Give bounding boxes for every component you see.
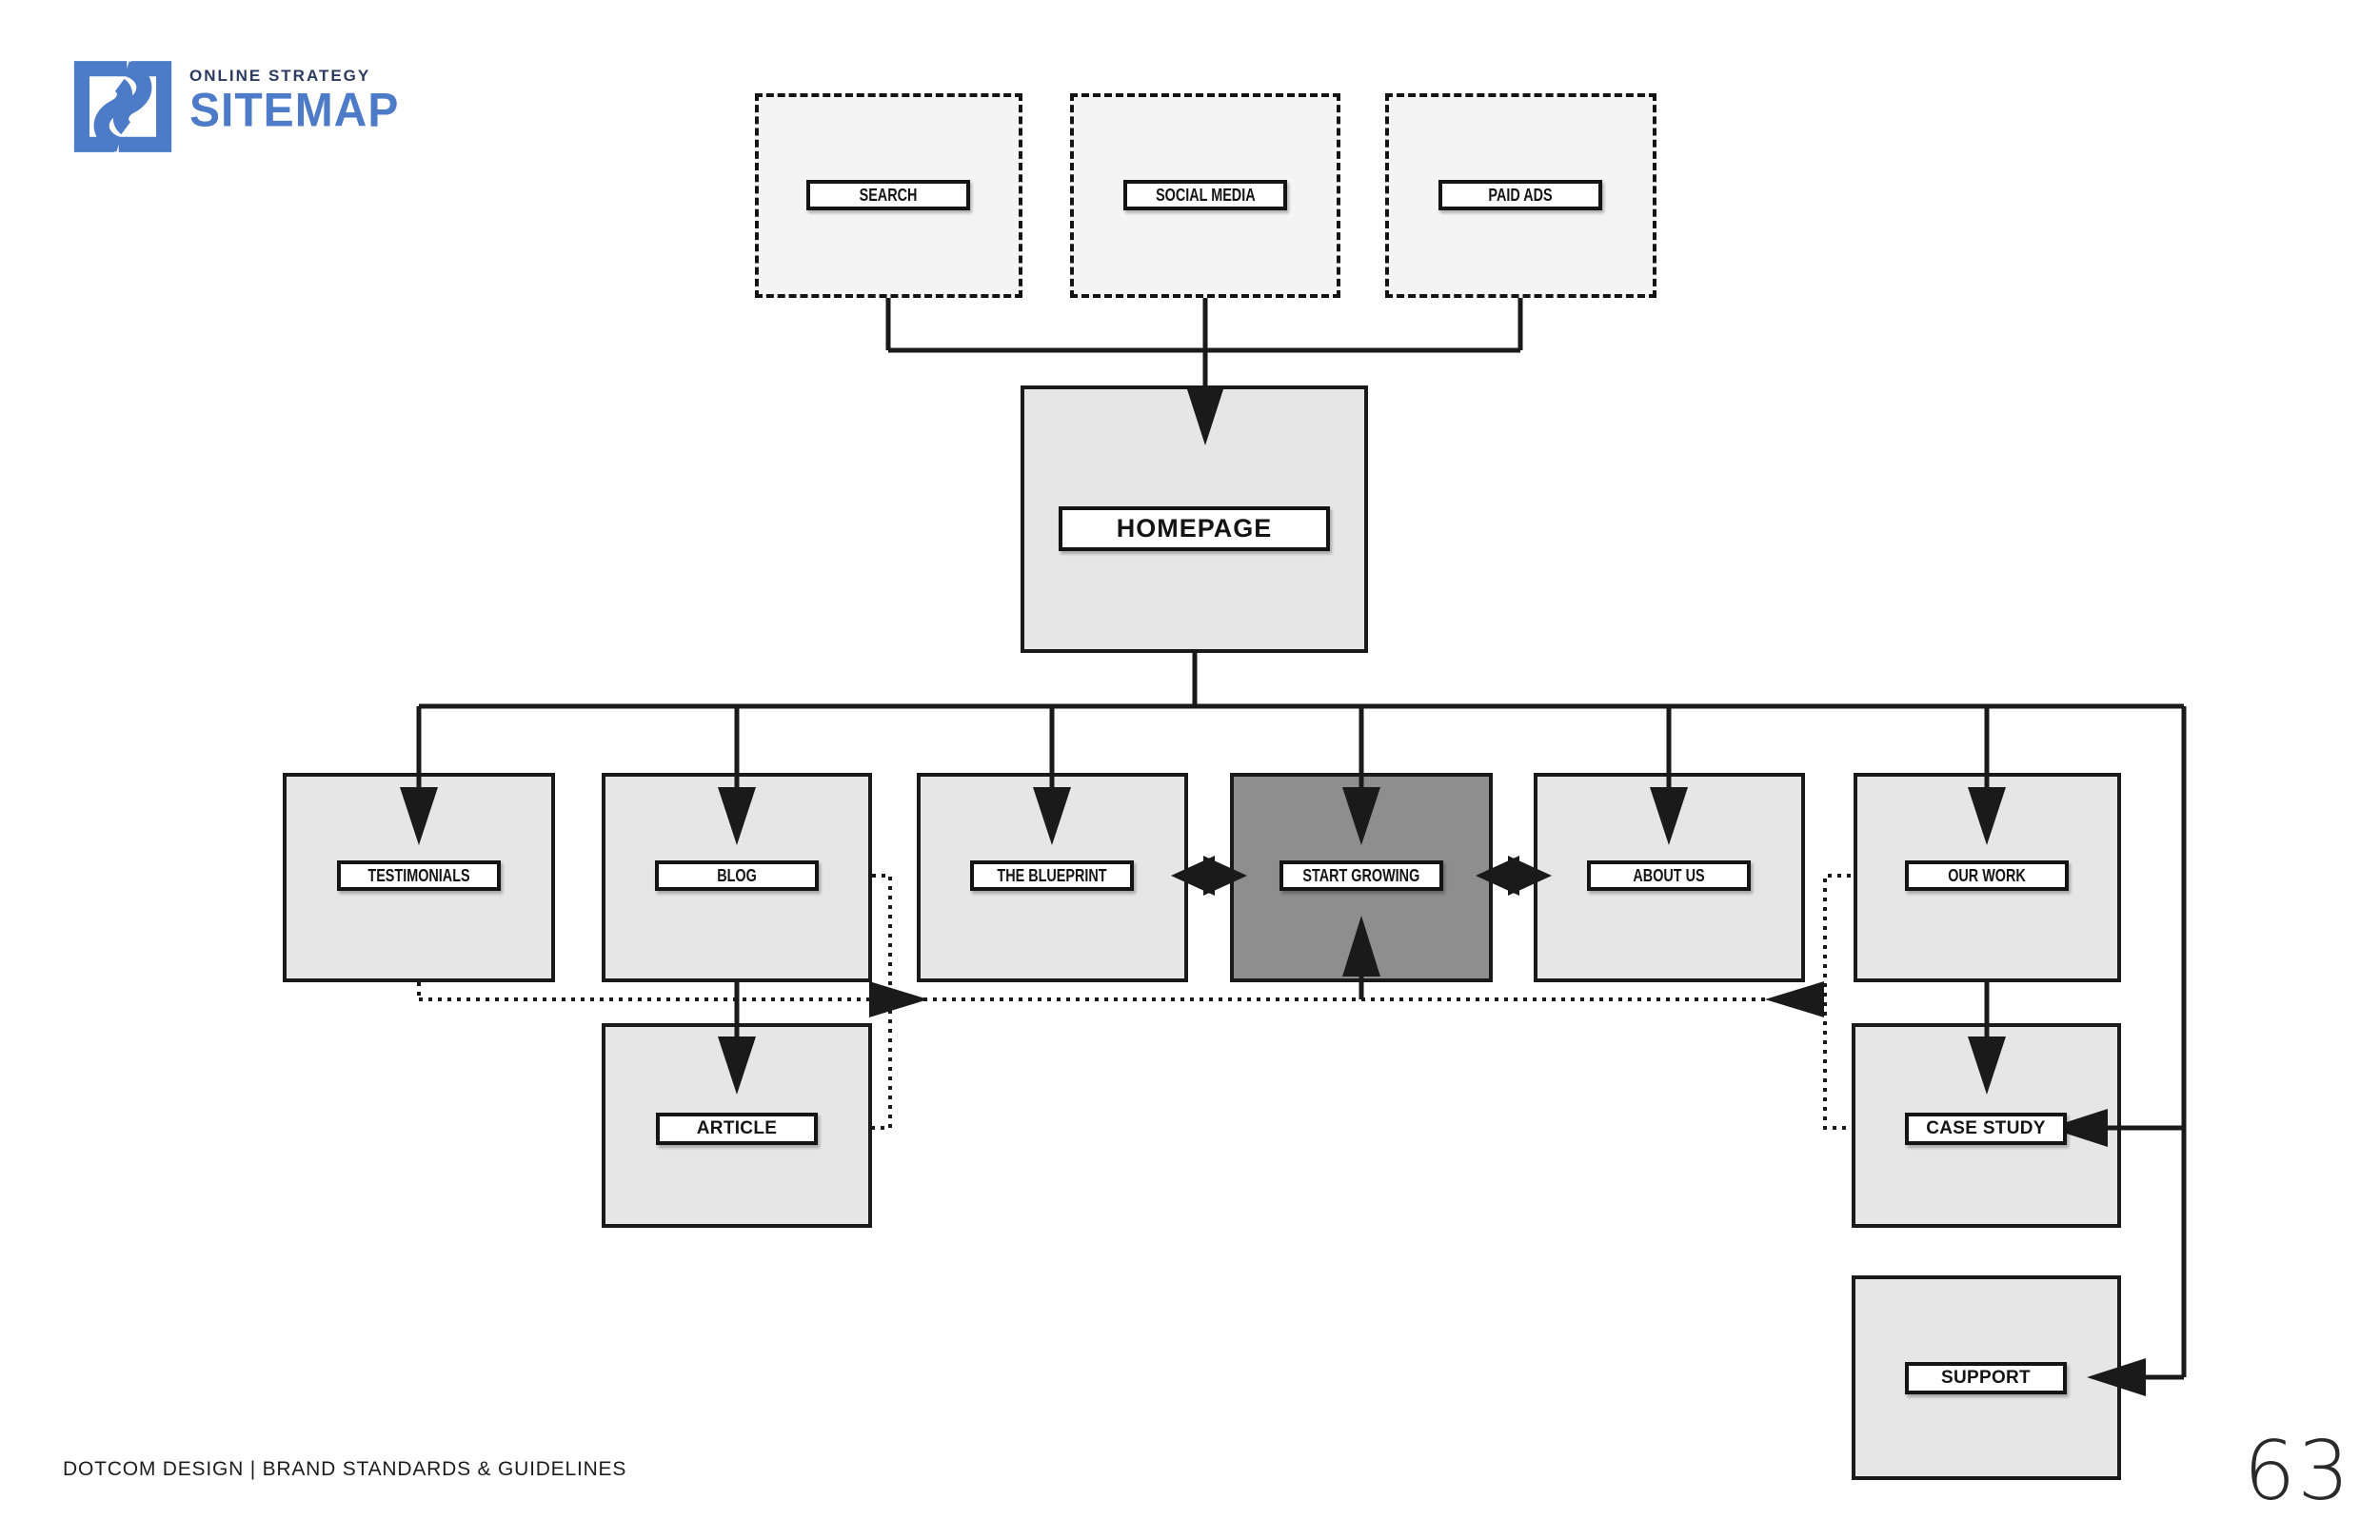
label-our-work: OUR WORK (1905, 860, 2069, 891)
label-homepage: HOMEPAGE (1059, 506, 1330, 551)
label-article: ARTICLE (656, 1113, 818, 1145)
label-paid-ads: PAID ADS (1438, 180, 1602, 210)
label-testimonials: TESTIMONIALS (337, 860, 501, 891)
footer-text: DOTCOM DESIGN | BRAND STANDARDS & GUIDEL… (63, 1458, 627, 1480)
logo: ONLINE STRATEGY SITEMAP (69, 59, 399, 154)
logo-title: SITEMAP (189, 84, 400, 137)
label-the-blueprint: THE BLUEPRINT (970, 860, 1134, 891)
label-blog: BLOG (655, 860, 819, 891)
label-search: SEARCH (806, 180, 970, 210)
label-about-us: ABOUT US (1587, 860, 1751, 891)
label-case-study: CASE STUDY (1905, 1113, 2067, 1145)
label-support: SUPPORT (1905, 1362, 2067, 1394)
logo-tagline: ONLINE STRATEGY (189, 67, 371, 85)
label-social-media: SOCIAL MEDIA (1123, 180, 1287, 210)
dotcom-design-logo-icon (73, 61, 172, 152)
label-start-growing: START GROWING (1279, 860, 1443, 891)
page-number: 63 (2243, 1424, 2351, 1519)
